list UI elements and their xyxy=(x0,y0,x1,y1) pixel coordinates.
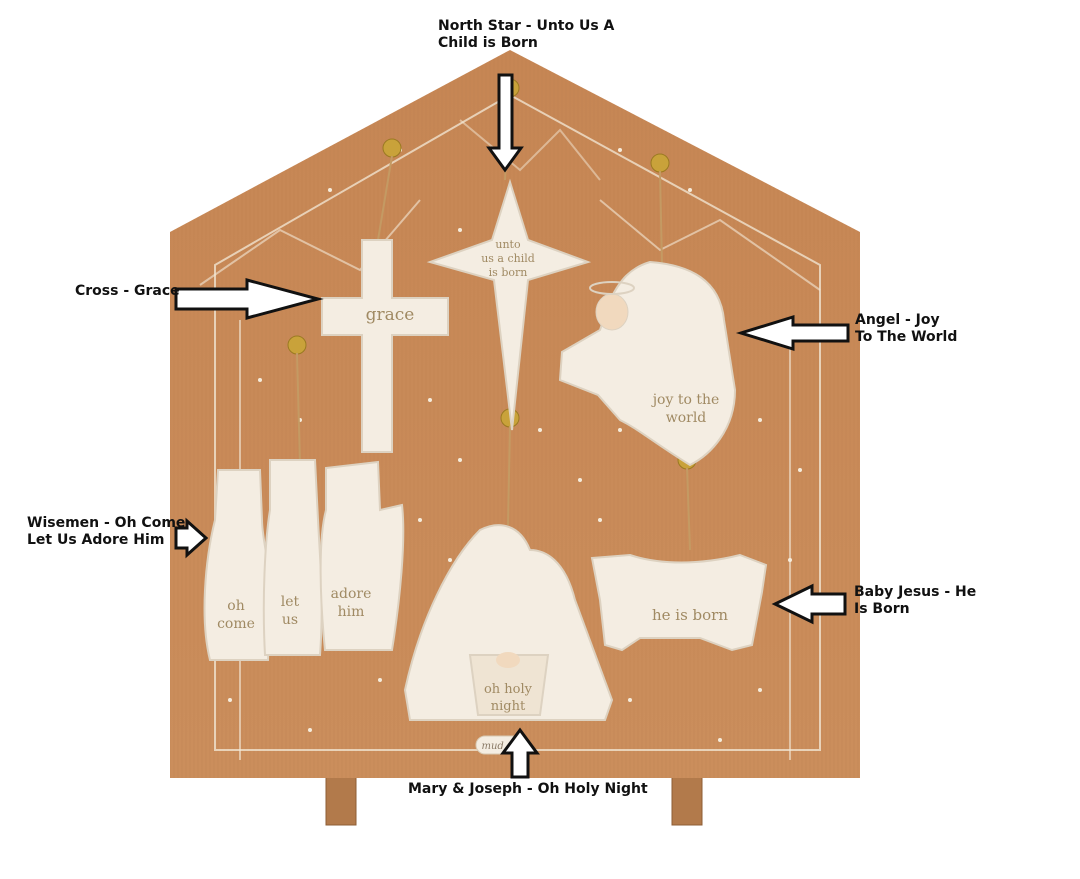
label-baby-jesus-line2: Is Born xyxy=(854,601,910,617)
wiseman1-line1: oh xyxy=(227,598,244,614)
angel-ornament: joy to the world xyxy=(558,260,737,467)
brand-logo: mud pie xyxy=(481,741,522,752)
angel-ornament-line1: joy to the xyxy=(651,392,720,408)
arrow-north-star xyxy=(486,73,524,173)
arrow-angel xyxy=(735,314,850,352)
label-wisemen: Wisemen - Oh Come Let Us Adore Him xyxy=(27,515,185,549)
wiseman3-line1: adore xyxy=(331,586,372,602)
label-angel: Angel - Joy To The World xyxy=(855,312,957,346)
holy-family-ornament: oh holy night xyxy=(403,524,614,721)
label-angel-line1: Angel - Joy xyxy=(855,312,940,328)
arrow-mary-joseph xyxy=(500,727,540,779)
label-mary-joseph: Mary & Joseph - Oh Holy Night xyxy=(408,781,648,798)
wiseman1-line2: come xyxy=(217,616,255,632)
label-mary-joseph-line1: Mary & Joseph - Oh Holy Night xyxy=(408,781,648,797)
label-wisemen-line1: Wisemen - Oh Come xyxy=(27,515,186,531)
label-baby-jesus: Baby Jesus - He Is Born xyxy=(854,584,976,618)
star-ornament-line1: unto xyxy=(495,238,521,251)
label-cross-line1: Cross - Grace xyxy=(75,283,180,299)
wisemen-ornament: oh come let us adore him xyxy=(203,459,405,661)
arrow-wisemen xyxy=(174,517,209,559)
manger-ornament: he is born xyxy=(590,553,768,652)
label-baby-jesus-line1: Baby Jesus - He xyxy=(854,584,977,600)
wiseman2-line1: let xyxy=(281,594,300,610)
label-north-star-line1: North Star - Unto Us A xyxy=(438,18,615,34)
cross-ornament-text: grace xyxy=(366,305,415,325)
callout-arrows xyxy=(174,73,850,779)
cross-ornament: grace xyxy=(321,239,449,453)
wiseman2-line2: us xyxy=(282,612,298,628)
star-ornament-line2: us a child xyxy=(481,252,535,265)
star-ornament: unto us a child is born xyxy=(426,178,592,431)
wiseman3-line2: him xyxy=(338,604,365,620)
arrow-cross xyxy=(174,278,324,320)
angel-ornament-line2: world xyxy=(666,410,707,426)
label-north-star-line2: Child is Born xyxy=(438,35,538,51)
manger-ornament-text: he is born xyxy=(652,606,728,624)
holy-family-line1: oh holy xyxy=(484,682,533,697)
holy-family-line2: night xyxy=(491,699,526,714)
label-angel-line2: To The World xyxy=(855,329,958,345)
label-wisemen-line2: Let Us Adore Him xyxy=(27,532,165,548)
arrow-baby-jesus xyxy=(771,583,847,625)
label-cross: Cross - Grace xyxy=(75,283,180,300)
star-ornament-line3: is born xyxy=(489,266,528,279)
label-north-star: North Star - Unto Us A Child is Born xyxy=(438,18,614,52)
